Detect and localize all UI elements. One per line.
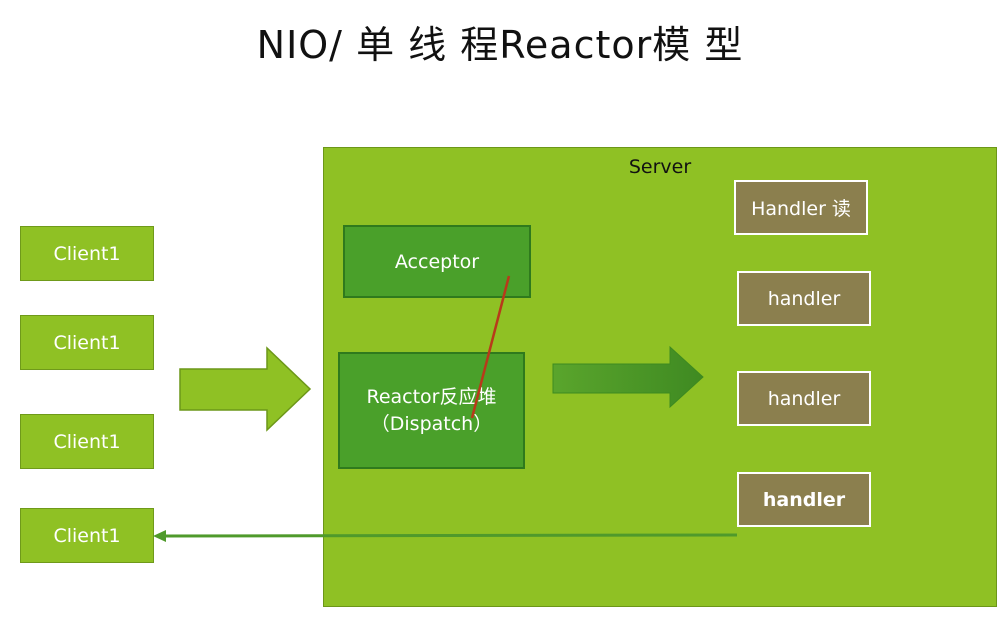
dispatch-arrow bbox=[552, 345, 704, 409]
diagram-title: NIO/ 单 线 程Reactor模 型 bbox=[256, 23, 744, 67]
client-box-1: Client1 bbox=[20, 226, 154, 281]
return-line bbox=[161, 533, 738, 538]
return-arrowhead bbox=[153, 530, 166, 542]
handler-box-2: handler bbox=[737, 271, 871, 326]
handler-box-3: handler bbox=[737, 371, 871, 426]
reactor-box: Reactor反应堆 （Dispatch） bbox=[338, 352, 525, 469]
server-label: Server bbox=[628, 156, 692, 178]
client-to-server-arrow bbox=[179, 346, 312, 432]
client-box-3: Client1 bbox=[20, 414, 154, 469]
client-box-2: Client1 bbox=[20, 315, 154, 370]
acceptor-box: Acceptor bbox=[343, 225, 531, 298]
handler-box-4: handler bbox=[737, 472, 871, 527]
acceptor-reactor-connector bbox=[470, 275, 511, 419]
reactor-sublabel: （Dispatch） bbox=[370, 412, 493, 435]
reactor-label: Reactor反应堆 bbox=[366, 385, 497, 408]
client-box-4: Client1 bbox=[20, 508, 154, 563]
handler-read-box: Handler 读 bbox=[734, 180, 868, 235]
